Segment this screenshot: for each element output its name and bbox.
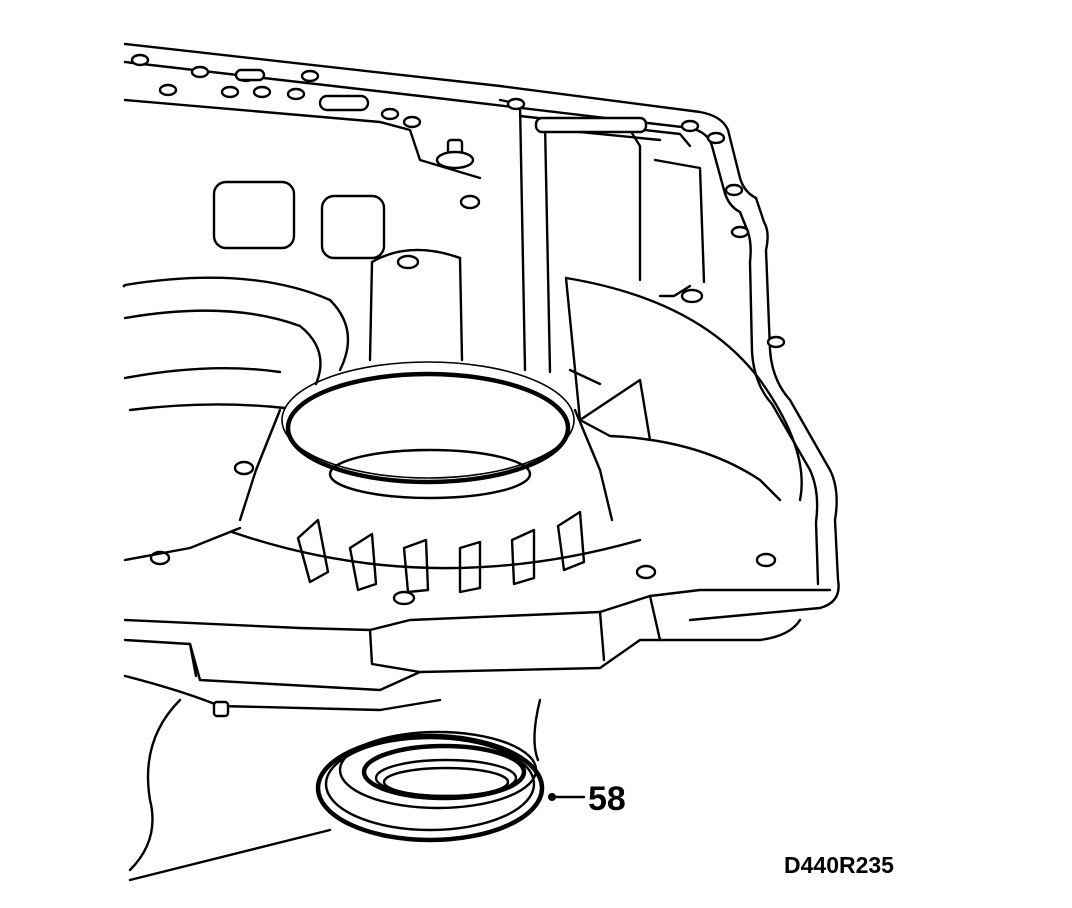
- figure-code: D440R235: [784, 852, 894, 878]
- central-boss: [368, 248, 464, 362]
- housing-lower-flange: [123, 526, 832, 882]
- left-bore: [123, 276, 350, 412]
- flange-slots: [234, 68, 648, 134]
- housing-pockets: [212, 180, 386, 260]
- callout-label-58: 58: [588, 780, 626, 818]
- cooling-ribs: [296, 510, 586, 594]
- locating-pin: [435, 138, 475, 170]
- curved-shroud: [564, 276, 803, 502]
- callout-leader: [548, 793, 586, 801]
- seal-ring: [315, 730, 545, 843]
- flange-bolt-holes: [130, 53, 786, 606]
- bearing-housing-cone: [230, 361, 642, 570]
- edge-dot: [122, 284, 126, 288]
- housing-upper-flange: [123, 42, 840, 622]
